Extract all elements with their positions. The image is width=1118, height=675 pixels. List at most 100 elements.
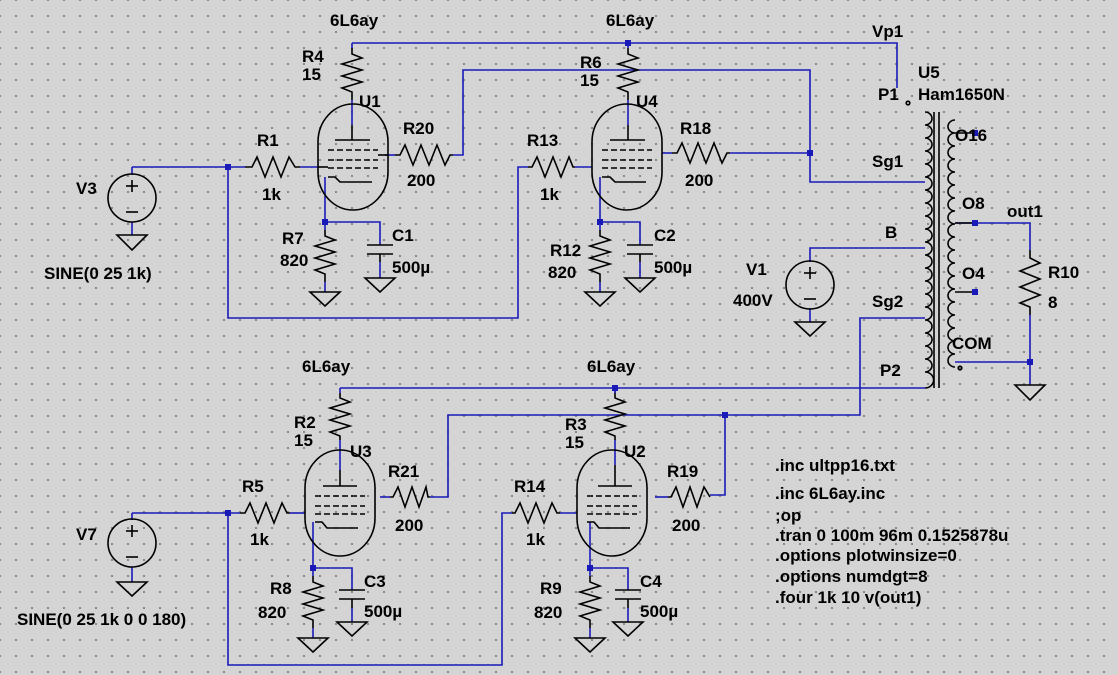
resistor-r18-ref: R18: [680, 119, 711, 138]
capacitor-c4-value: 500µ: [640, 602, 678, 621]
resistor-r21[interactable]: [390, 483, 430, 510]
resistor-r7-value: 820: [280, 251, 308, 270]
capacitor-c4[interactable]: [615, 589, 641, 608]
resistor-r20[interactable]: [395, 142, 453, 168]
resistor-r8-ref: R8: [270, 579, 292, 598]
source-v1-value: 400V: [733, 291, 773, 310]
source-v1-ref: V1: [746, 260, 767, 279]
capacitor-c2-value: 500µ: [654, 258, 692, 277]
voltage-source-v3[interactable]: [107, 173, 157, 223]
resistor-r7[interactable]: [312, 230, 338, 282]
pin-sg2: Sg2: [872, 292, 903, 311]
junctions: [225, 40, 1033, 571]
resistor-r20-ref: R20: [403, 119, 434, 138]
tube-u3-ref: U3: [350, 442, 372, 461]
resistor-r10-ref: R10: [1048, 263, 1079, 282]
capacitor-c4-ref: C4: [640, 572, 662, 591]
resistor-r19[interactable]: [668, 484, 711, 510]
capacitor-c1-ref: C1: [392, 226, 414, 245]
resistor-r20-value: 200: [407, 171, 435, 190]
resistor-r6-value: 15: [580, 71, 599, 90]
resistor-r3[interactable]: [602, 393, 628, 440]
net-out1: out1: [1007, 202, 1043, 221]
pin-p1: P1: [878, 85, 899, 104]
resistor-r8-value: 820: [258, 603, 286, 622]
source-v7-ref: V7: [76, 525, 97, 544]
pin-o16: O16: [955, 126, 987, 145]
pin-p2: P2: [880, 361, 901, 380]
capacitor-c3-ref: C3: [364, 572, 386, 591]
resistor-r18-value: 200: [685, 171, 713, 190]
resistor-r9[interactable]: [577, 576, 603, 628]
resistor-r5-ref: R5: [242, 477, 264, 496]
transformer-u5[interactable]: [905, 100, 978, 389]
capacitor-c2[interactable]: [627, 244, 653, 262]
tube-u2[interactable]: [576, 449, 648, 557]
resistor-r2[interactable]: [327, 393, 353, 440]
tube-u1-ref: U1: [359, 92, 381, 111]
resistor-r2-value: 15: [294, 431, 313, 450]
resistor-r2-ref: R2: [294, 413, 316, 432]
resistor-r10[interactable]: [1017, 250, 1043, 315]
resistor-r19-ref: R19: [667, 462, 698, 481]
directive-line: .inc 6L6ay.inc: [775, 484, 885, 503]
resistor-r1-ref: R1: [257, 131, 279, 150]
spice-directives[interactable]: .inc ultpp16.txt .inc 6L6ay.inc ;op .tra…: [775, 456, 1008, 607]
net-vp1: Vp1: [872, 22, 903, 41]
tube-u2-model: 6L6ay: [587, 357, 636, 376]
transformer-model: Ham1650N: [918, 85, 1005, 104]
pin-b: B: [885, 223, 897, 242]
resistor-r6-ref: R6: [580, 53, 602, 72]
resistor-r10-value: 8: [1048, 293, 1057, 312]
directive-line: .four 1k 10 v(out1): [775, 588, 921, 607]
capacitor-c1[interactable]: [367, 244, 393, 262]
voltage-source-v7[interactable]: [107, 518, 157, 568]
resistor-r8[interactable]: [300, 576, 326, 628]
directive-line: .tran 0 100m 96m 0.1525878u: [775, 526, 1008, 545]
resistor-r4-value: 15: [302, 65, 321, 84]
pin-o8: O8: [962, 194, 985, 213]
resistor-r1[interactable]: [245, 154, 300, 180]
capacitor-c1-value: 500µ: [392, 258, 430, 277]
voltage-source-v1[interactable]: [785, 260, 835, 310]
tube-u4[interactable]: [591, 103, 663, 211]
capacitor-c3-value: 500µ: [364, 602, 402, 621]
resistor-r5-value: 1k: [250, 530, 269, 549]
labels: 6L6ay 6L6ay 6L6ay 6L6ay U1 U4 U3 U2 R4 1…: [17, 11, 1079, 629]
resistor-r6[interactable]: [615, 48, 641, 100]
resistor-r12[interactable]: [587, 230, 613, 282]
resistor-r5[interactable]: [240, 500, 290, 526]
resistor-r13[interactable]: [528, 154, 575, 180]
resistor-r13-ref: R13: [527, 131, 558, 150]
source-v7-value: SINE(0 25 1k 0 0 180): [17, 610, 186, 629]
capacitor-c3[interactable]: [339, 589, 365, 608]
tube-u3[interactable]: [304, 449, 376, 557]
wires: [131, 42, 1031, 666]
tube-u1-model: 6L6ay: [330, 11, 379, 30]
tube-u2-ref: U2: [624, 442, 646, 461]
directive-line: .options plotwinsize=0: [775, 546, 957, 565]
resistor-r9-ref: R9: [540, 579, 562, 598]
directive-line: ;op: [775, 506, 801, 525]
directive-line: .inc ultpp16.txt: [775, 456, 895, 475]
resistor-r4[interactable]: [339, 48, 365, 100]
tube-u4-model: 6L6ay: [606, 11, 655, 30]
resistor-r21-value: 200: [395, 516, 423, 535]
resistor-r14[interactable]: [512, 500, 560, 526]
transformer-ref: U5: [918, 63, 940, 82]
resistor-r14-ref: R14: [514, 477, 546, 496]
tube-u1[interactable]: [317, 103, 389, 211]
tube-u4-ref: U4: [636, 92, 658, 111]
resistor-r21-ref: R21: [388, 462, 419, 481]
ground-symbols: [114, 234, 1047, 654]
capacitor-c2-ref: C2: [654, 226, 676, 245]
directive-line: .options numdgt=8: [775, 567, 928, 586]
resistor-r1-value: 1k: [262, 185, 281, 204]
resistor-r3-ref: R3: [565, 415, 587, 434]
pin-sg1: Sg1: [872, 152, 903, 171]
pin-o4: O4: [962, 264, 985, 283]
resistor-r14-value: 1k: [526, 530, 545, 549]
resistor-r12-value: 820: [548, 263, 576, 282]
resistor-r18[interactable]: [672, 140, 730, 166]
